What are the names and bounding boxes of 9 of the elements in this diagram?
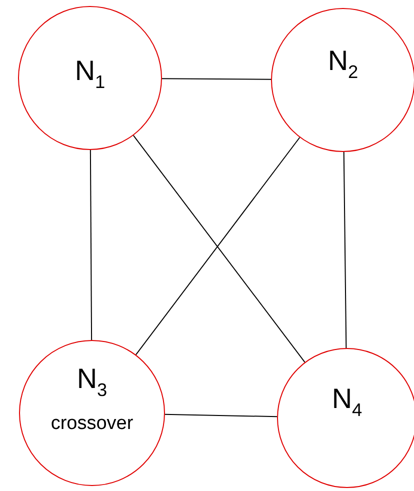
- connector-line: [162, 78, 272, 80]
- node-label: crossover: [50, 413, 134, 435]
- connector-line: [90, 150, 92, 340]
- node-label: N$_{2}$: [326, 45, 360, 84]
- connector-line: [164, 414, 278, 418]
- node-label: N$_{3}$: [76, 363, 108, 402]
- node-label: N$_{4}$: [330, 383, 364, 422]
- node-label: N$_{1}$: [74, 55, 106, 94]
- connector-line: [343, 152, 347, 348]
